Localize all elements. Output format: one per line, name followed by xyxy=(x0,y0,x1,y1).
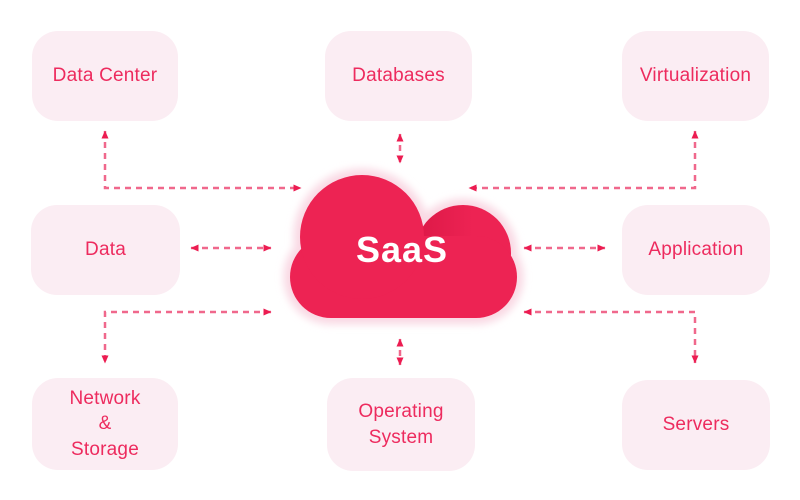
node-operating-system-label: Operating System xyxy=(358,401,444,448)
node-virtualization: Virtualization xyxy=(622,31,769,121)
node-application-label: Application xyxy=(648,239,744,261)
node-network-storage: Network & Storage xyxy=(32,378,178,470)
node-servers-label: Servers xyxy=(662,414,730,436)
node-databases-label: Databases xyxy=(352,65,445,87)
saas-cloud-icon xyxy=(283,168,524,325)
node-network-storage-label: Network & Storage xyxy=(69,388,141,460)
node-data-center: Data Center xyxy=(32,31,178,121)
node-data-label: Data xyxy=(85,239,126,261)
connector-servers xyxy=(523,308,699,364)
node-data: Data xyxy=(31,205,180,295)
node-application: Application xyxy=(622,205,770,295)
node-databases: Databases xyxy=(325,31,472,121)
connector-network-storage xyxy=(101,308,272,364)
node-virtualization-label: Virtualization xyxy=(639,65,752,87)
node-operating-system: Operating System xyxy=(327,378,475,471)
node-servers: Servers xyxy=(622,380,770,470)
cloud-label: SaaS xyxy=(355,229,449,270)
cloud-body xyxy=(290,175,517,318)
node-data-center-label: Data Center xyxy=(52,65,158,87)
